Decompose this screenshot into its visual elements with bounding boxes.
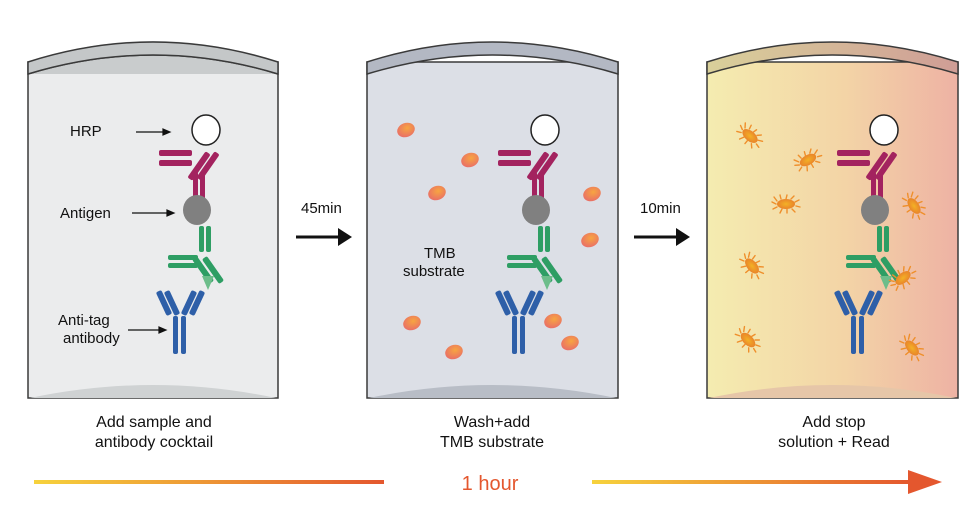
label-substrate: substrate [403,263,465,280]
caption-panel-2-line-1: Wash+add [454,414,530,431]
panel-3-assay [731,114,931,366]
capture-antibody [168,226,224,290]
panel-3-tube [706,41,959,399]
caption-panel-1-line-2: antibody cocktail [95,434,213,451]
panel-1-assay: HRP Antigen Anti-tag antibody [58,114,224,354]
step-time-1: 45min [301,200,342,217]
step-arrow-1: 45min [296,200,352,246]
caption-panel-1-line-1: Add sample and [96,414,212,431]
label-arrows [128,128,176,334]
label-anti-tag: Anti-tag [58,312,110,329]
antigen [183,195,211,225]
hrp-antibody [837,150,897,200]
label-antigen: Antigen [60,205,111,222]
step-arrow-2: 10min [634,200,690,246]
capture-antibody [507,226,563,290]
anti-tag-antibody [156,290,205,354]
anti-tag-antibody [495,290,544,354]
hrp-enzyme [869,114,899,146]
caption-panel-3-line-2: solution + Read [778,434,890,451]
tmb-substrate-dots [397,122,601,360]
anti-tag-antibody [834,290,883,354]
hrp-enzyme [191,114,221,146]
timeline-label: 1 hour [462,473,519,495]
hrp-enzyme [530,114,560,146]
timeline-bar-right [592,480,912,484]
hrp-antibody [159,150,219,200]
timeline-arrowhead [908,470,942,494]
antigen [522,195,550,225]
panel-1-tube [27,41,279,399]
label-tmb: TMB [424,245,456,262]
caption-panel-3-line-1: Add stop [802,414,865,431]
panel-2-tube [366,41,619,399]
panel-2-assay: TMB substrate [397,114,601,360]
caption-panel-2-line-2: TMB substrate [440,434,544,451]
timeline: 1 hour [34,470,942,495]
timeline-bar-left [34,480,384,484]
label-hrp: HRP [70,123,102,140]
label-antibody: antibody [63,330,120,347]
hrp-antibody [498,150,558,200]
antigen [861,195,889,225]
capture-antibody [846,226,902,290]
step-time-2: 10min [640,200,681,217]
